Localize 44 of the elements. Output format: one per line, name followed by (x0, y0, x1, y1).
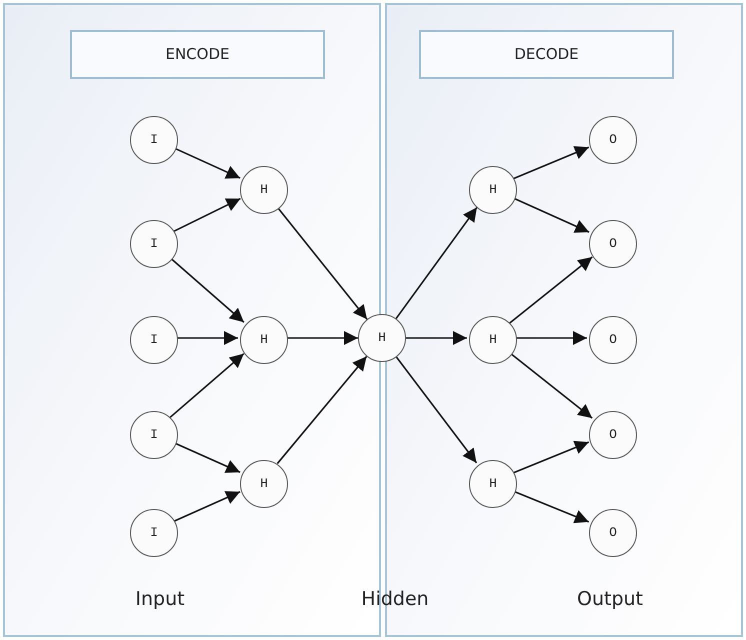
title-box (419, 30, 674, 79)
arrow (276, 356, 368, 464)
arrow (406, 331, 467, 345)
node-label: O (609, 426, 617, 444)
node-label: DECODE (514, 44, 579, 66)
node-label: H (260, 331, 268, 350)
node-label: I (150, 524, 158, 542)
node-label: I (150, 426, 158, 444)
arrow (512, 146, 590, 180)
arrow (509, 352, 593, 419)
arrow (174, 147, 240, 179)
layer-label: Output (576, 587, 644, 612)
title-box (70, 30, 325, 79)
arrow (509, 256, 593, 324)
node-label: ENCODE (165, 44, 230, 66)
layer-label: Input (134, 587, 186, 612)
arrow (174, 491, 240, 522)
arrow (286, 331, 358, 345)
node-label: O (609, 235, 617, 254)
node-label: H (489, 475, 497, 494)
node-label: H (260, 181, 268, 200)
arrow (174, 442, 240, 473)
node-label: H (378, 329, 386, 348)
arrow (515, 331, 587, 345)
arrow (512, 197, 590, 233)
node-label: I (150, 235, 158, 254)
arrow (276, 206, 368, 320)
arrow (176, 331, 238, 345)
arrow (170, 257, 244, 323)
node-label: O (609, 331, 617, 350)
node-label: H (489, 181, 497, 200)
arrow (512, 440, 590, 474)
node-label: O (609, 524, 617, 542)
arrow (173, 198, 241, 232)
arrow (396, 356, 478, 464)
arrow (170, 353, 244, 418)
layer-label: Hidden (360, 587, 430, 612)
node-label: O (609, 131, 617, 150)
arrow (395, 206, 478, 320)
node-label: I (150, 131, 158, 150)
node-label: I (150, 331, 158, 350)
node-label: H (260, 475, 268, 494)
arrow (512, 490, 590, 524)
node-label: H (489, 331, 497, 350)
